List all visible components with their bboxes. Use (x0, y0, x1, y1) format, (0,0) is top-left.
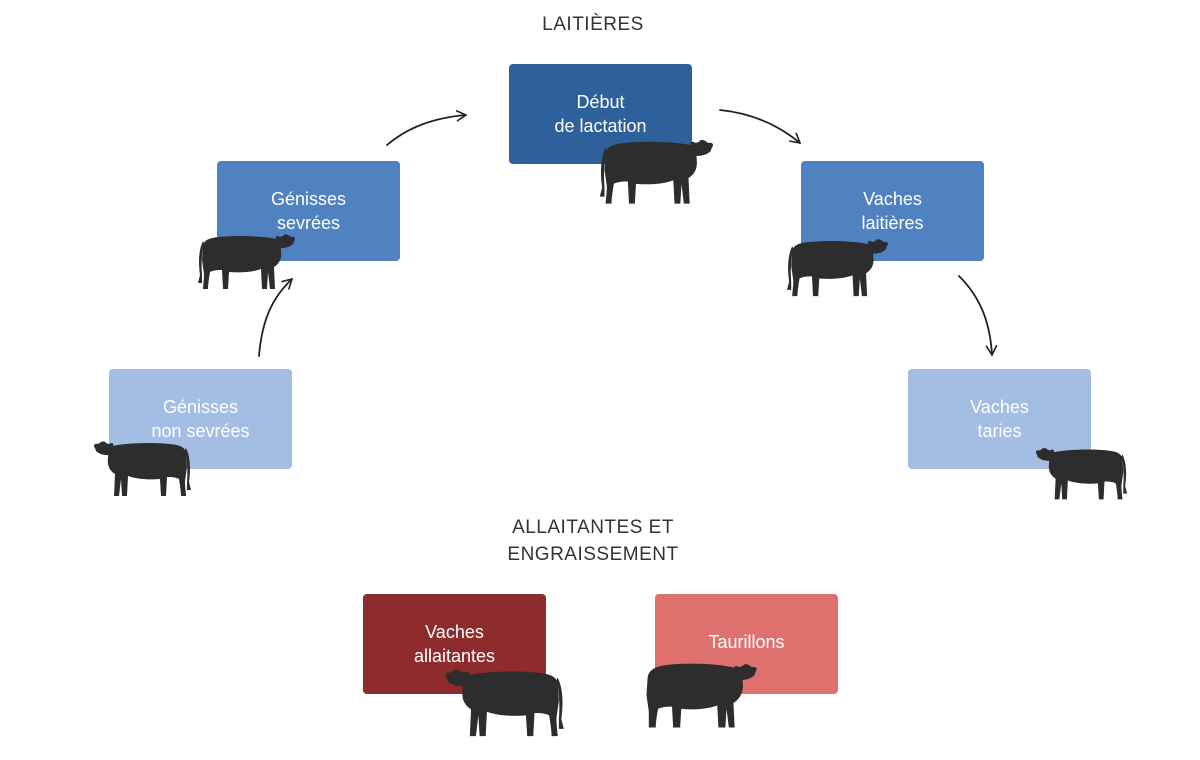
arrow-laitieres-to-taries (958, 275, 998, 356)
stage-label-line-1: Vaches (425, 622, 484, 642)
arrow-sevrees-to-debut (386, 110, 467, 146)
cow-silhouette-icon (646, 663, 757, 728)
stage-label-line-2: taries (977, 421, 1022, 441)
cow-silhouette-icon (198, 234, 295, 289)
cow-silhouette-icon (787, 239, 888, 297)
stage-label: Taurillons (708, 632, 785, 652)
arrow-non-sevrees-to-sevrees (258, 278, 293, 357)
cow-silhouette-icon (445, 669, 564, 737)
stage-genisses-non-sevrees: Génisses non sevrées (109, 369, 292, 469)
section-title-laitieres: LAITIÈRES (542, 14, 644, 35)
stage-label-line-1: Vaches (863, 189, 922, 209)
stage-label-line-2: sevrées (276, 213, 341, 233)
stage-label-line-2: laitières (861, 213, 924, 233)
cow-silhouette-icon (599, 139, 713, 204)
stage-label-line-2: allaitantes (413, 646, 496, 666)
cow-silhouette-icon (94, 441, 191, 496)
arrow-debut-to-laitieres (719, 109, 801, 144)
section-title-line-2: ENGRAISSEMENT (507, 544, 679, 565)
stage-label-line-1: Vaches (970, 397, 1029, 417)
stage-label-line-2: non sevrées (151, 421, 250, 441)
stage-label-line-1: Génisses (162, 397, 239, 417)
stage-label-line-1: Génisses (270, 189, 347, 209)
stage-debut-lactation: Début de lactation (509, 64, 692, 164)
stage-label-line-1: Début (576, 92, 625, 112)
cow-silhouette-icon (1035, 447, 1128, 500)
stage-label-line-2: de lactation (554, 116, 647, 136)
section-title-allaitantes: ALLAITANTES ET ENGRAISSEMENT (443, 514, 743, 568)
section-title-line-1: ALLAITANTES ET (512, 517, 674, 538)
